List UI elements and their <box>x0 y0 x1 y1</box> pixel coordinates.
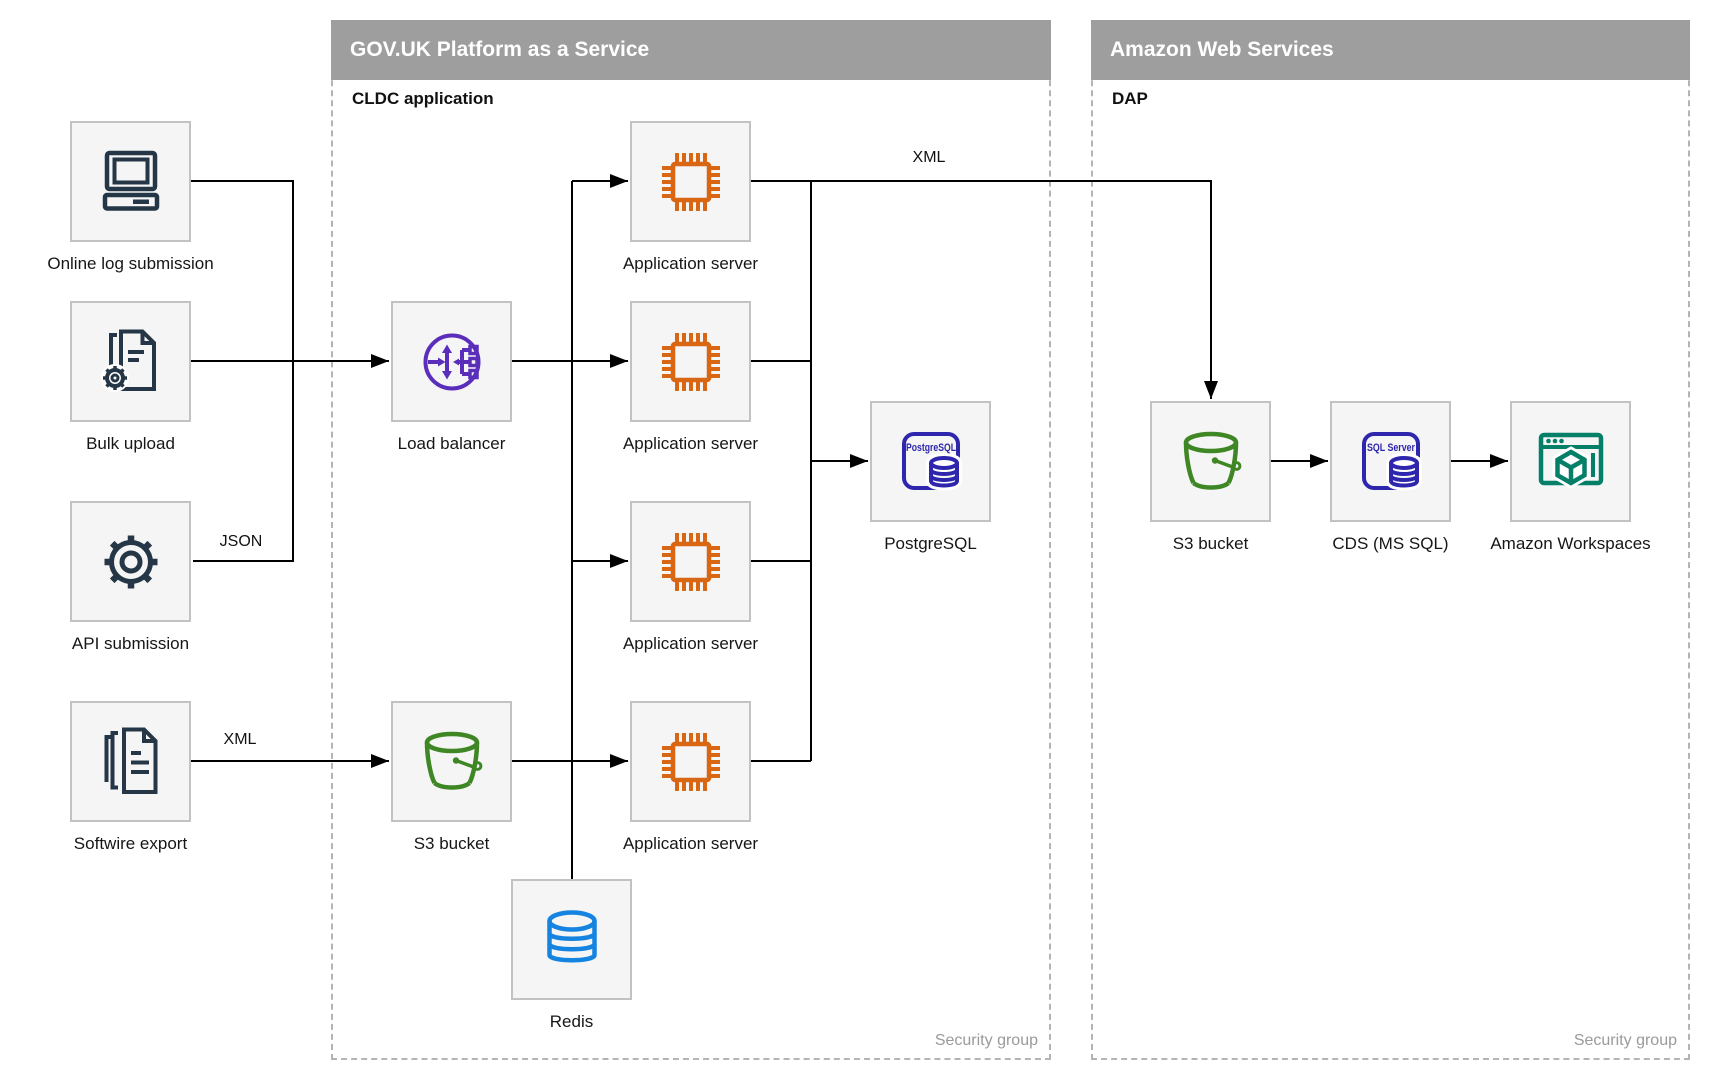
sql-server-rds-icon: SQL Server <box>1361 431 1422 490</box>
node-label: Bulk upload <box>86 434 175 453</box>
node-label: Redis <box>549 1012 594 1031</box>
gear-icon <box>104 535 157 588</box>
aws-header: Amazon Web Services <box>1091 20 1690 80</box>
node-online-log-submission: Online log submission <box>47 121 214 273</box>
aws-title: Amazon Web Services <box>1110 38 1334 61</box>
node-postgresql: PostgreSQL PostgreSQL <box>870 401 991 553</box>
govuk-security-group-label: Security group <box>934 1032 1038 1049</box>
node-cds-ms-sql: SQL Server CDS (MS SQL) <box>1330 401 1451 553</box>
node-redis: Redis <box>511 879 632 1031</box>
node-label: Application server <box>622 434 759 453</box>
postgresql-rds-icon: PostgreSQL <box>901 431 962 490</box>
node-application-server-1: Application server <box>623 121 758 273</box>
chip-icon <box>661 152 720 211</box>
database-cylinder-icon <box>546 909 597 962</box>
node-api-submission: API submission <box>70 501 191 653</box>
s3-bucket-icon <box>1183 431 1241 490</box>
node-label: CDS (MS SQL) <box>1332 534 1449 553</box>
sql-server-icon-text: SQL Server <box>1367 442 1416 454</box>
workspaces-icon <box>1538 432 1603 489</box>
node-label: PostgreSQL <box>884 534 977 553</box>
s3-bucket-icon <box>424 731 482 790</box>
node-label: Load balancer <box>397 434 506 453</box>
documents-stack-icon <box>104 727 157 794</box>
chip-icon <box>661 332 720 391</box>
govuk-paas-header: GOV.UK Platform as a Service <box>331 20 1051 80</box>
edge-onlinelog-api-merge <box>191 180 294 562</box>
node-label: S3 bucket <box>1172 534 1249 553</box>
node-label: Online log submission <box>47 254 214 273</box>
node-amazon-workspaces: Amazon Workspaces <box>1490 401 1651 553</box>
aws-container: Amazon Web Services DAP Security group <box>1091 20 1690 1060</box>
node-label: Application server <box>622 634 759 653</box>
node-bulk-upload: Bulk upload <box>70 301 191 453</box>
edge-label-xml-left: XML <box>223 731 257 748</box>
node-label: API submission <box>71 634 190 653</box>
node-application-server-4: Application server <box>623 701 758 853</box>
node-s3-bucket-govuk: S3 bucket <box>391 701 512 853</box>
node-label: S3 bucket <box>413 834 490 853</box>
node-label: Application server <box>622 834 759 853</box>
node-application-server-3: Application server <box>623 501 758 653</box>
postgresql-icon-text: PostgreSQL <box>906 442 956 454</box>
document-gear-icon <box>100 329 156 392</box>
load-balancer-icon <box>423 333 480 390</box>
node-label: Application server <box>622 254 759 273</box>
govuk-paas-title: GOV.UK Platform as a Service <box>350 38 650 61</box>
edge-label-xml-top: XML <box>912 149 946 166</box>
govuk-paas-container: GOV.UK Platform as a Service CLDC applic… <box>331 20 1051 1060</box>
aws-security-group-label: Security group <box>1573 1032 1677 1049</box>
chip-icon <box>661 532 720 591</box>
node-softwire-export: Softwire export <box>70 701 191 853</box>
chip-icon <box>661 732 720 791</box>
node-application-server-2: Application server <box>623 301 758 453</box>
node-label: Softwire export <box>73 834 188 853</box>
node-s3-bucket-aws: S3 bucket <box>1150 401 1271 553</box>
cldc-application-label: CLDC application <box>352 89 494 108</box>
dap-label: DAP <box>1112 89 1148 108</box>
edge-label-json: JSON <box>219 533 263 550</box>
desktop-computer-icon <box>102 150 159 211</box>
node-load-balancer: Load balancer <box>391 301 512 453</box>
node-label: Amazon Workspaces <box>1490 534 1651 553</box>
